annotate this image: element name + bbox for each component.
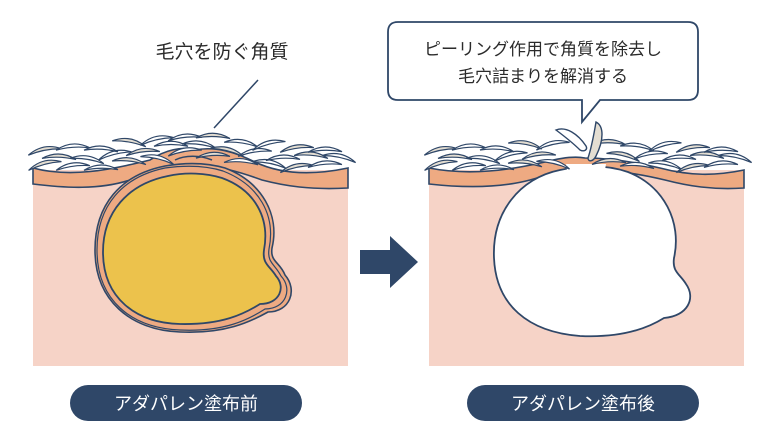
keratin-flake	[111, 157, 147, 166]
keratin-flake	[633, 150, 669, 160]
keratin-flake	[479, 164, 515, 171]
after-callout-line2: 毛穴詰まりを解消する	[458, 67, 628, 87]
keratin-flake	[210, 146, 244, 158]
keratin-flake	[703, 160, 739, 169]
keratin-flake	[437, 153, 473, 161]
keratin-flake	[279, 144, 315, 153]
keratin-flake	[536, 159, 570, 170]
keratin-flake	[465, 155, 501, 165]
keratin-flake	[689, 151, 725, 160]
sebum-plug	[102, 172, 282, 325]
keratin-flake	[536, 140, 570, 151]
keratin-flake	[307, 160, 343, 169]
keratin-flake	[265, 154, 301, 162]
keratin-flake	[195, 151, 231, 159]
cleared-pore	[493, 165, 692, 338]
before-caption-pill: アダパレン塗布前	[70, 385, 302, 421]
keratin-flake	[507, 159, 543, 168]
keratin-flake	[479, 145, 515, 153]
transition-arrow	[360, 236, 418, 288]
before-callout-pointer	[213, 79, 259, 129]
after-panel: ピーリング作用で角質を除去し 毛穴詰まりを解消する	[387, 21, 753, 366]
after-caption-pill: アダパレン塗布後	[467, 385, 699, 421]
before-caption-text: アダパレン塗布前	[114, 393, 258, 415]
keratin-flake	[703, 146, 739, 153]
sebum-outline-ring	[96, 165, 288, 331]
keratin-flake	[322, 152, 357, 164]
keratin-flake	[153, 140, 189, 147]
keratin-flake	[661, 154, 697, 162]
keratin-flake	[252, 139, 286, 151]
keratin-flake	[521, 151, 557, 160]
keratin-flake	[55, 162, 91, 171]
keratin-flake	[619, 161, 655, 170]
keratin-flake	[718, 152, 753, 164]
keratin-flake	[451, 162, 487, 171]
arrow-right-icon	[360, 236, 418, 288]
keratin-flake	[675, 144, 711, 153]
keratin-flake	[237, 147, 273, 158]
keratin-flake	[223, 158, 259, 166]
lifted-flakes	[554, 120, 603, 162]
keratin-flake	[28, 159, 62, 171]
keratin-flake	[307, 146, 343, 153]
after-callout-line1: ピーリング作用で角質を除去し	[424, 40, 662, 60]
keratin-flake	[112, 137, 147, 148]
keratin-flake	[648, 140, 682, 153]
keratin-flake	[167, 147, 202, 157]
lifted-flake	[554, 128, 588, 152]
keratin-flake	[83, 145, 119, 153]
keratin-flake	[424, 159, 458, 171]
keratin-flake	[140, 154, 174, 165]
keratin-flake	[293, 151, 329, 160]
keratin-flake	[606, 151, 640, 163]
after-pore-opening	[566, 164, 606, 176]
keratin-flake	[195, 132, 231, 140]
keratin-flake	[125, 147, 161, 157]
keratin-flake	[83, 164, 119, 171]
keratin-flake	[167, 133, 203, 142]
keratin-flakes-after	[423, 138, 753, 174]
lifted-flake	[587, 120, 603, 162]
keratin-flake	[69, 155, 105, 165]
after-callout-bubble	[387, 21, 699, 125]
before-panel: 毛穴を防ぐ角質	[27, 41, 357, 366]
before-callout-text: 毛穴を防ぐ角質	[155, 41, 288, 63]
before-pore-opening	[174, 155, 213, 161]
keratin-flake	[181, 140, 217, 149]
keratin-flake	[494, 150, 528, 162]
keratin-flake	[508, 140, 543, 150]
keratin-flake	[41, 153, 77, 161]
keratin-flakes-before	[27, 132, 357, 174]
keratin-flake	[619, 142, 655, 152]
keratin-flake	[591, 157, 627, 166]
after-caption-text: アダパレン塗布後	[511, 393, 655, 415]
